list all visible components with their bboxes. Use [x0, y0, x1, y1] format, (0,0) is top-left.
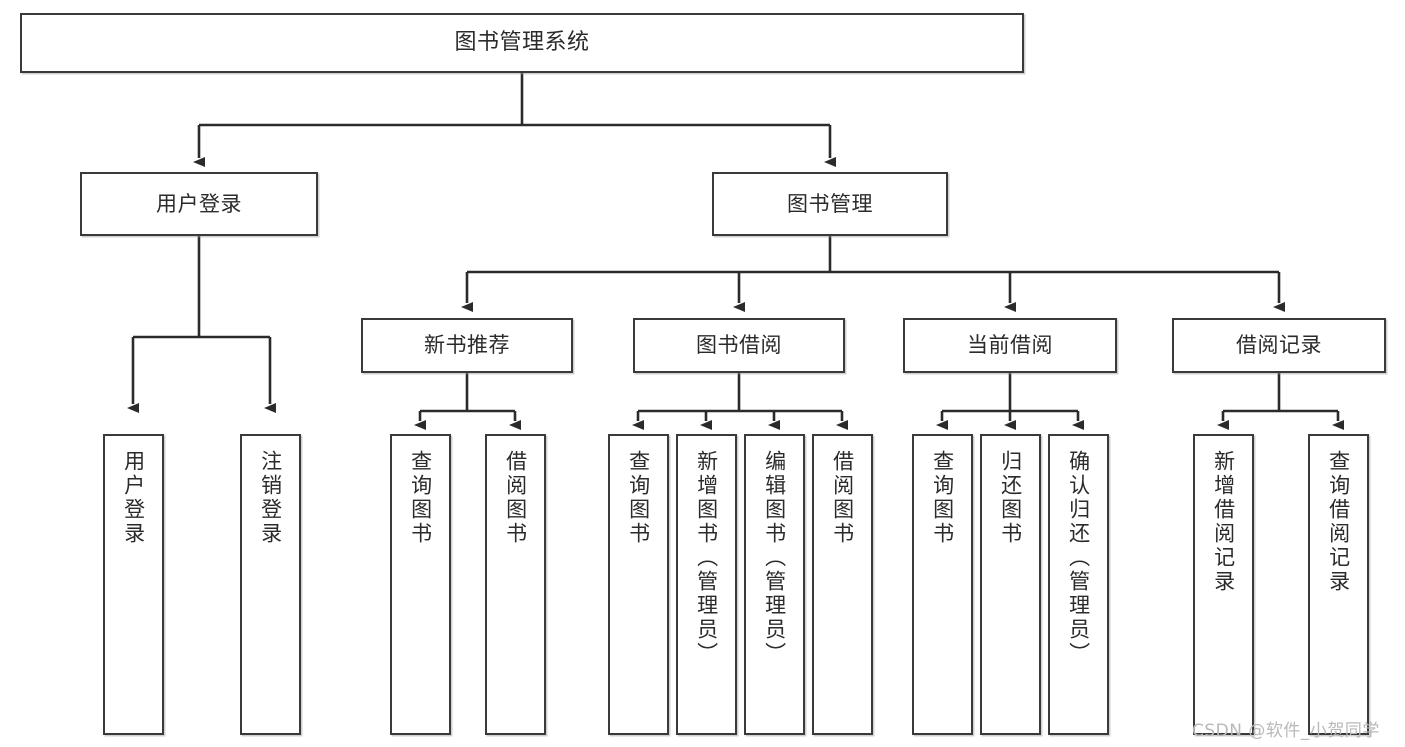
node-label: 借阅图书	[830, 450, 855, 546]
leaf-new-book-borrow[interactable]: 借阅图书	[485, 434, 546, 735]
leaf-record-add-borrow-record[interactable]: 新增借阅记录	[1193, 434, 1254, 735]
leaf-new-book-query[interactable]: 查询图书	[390, 434, 451, 735]
node-label: 归还图书	[998, 450, 1023, 546]
csdn-watermark: CSDN @软件_小贺同学	[1192, 721, 1380, 741]
leaf-borrow-borrow-book[interactable]: 借阅图书	[812, 434, 873, 735]
node-new-book-recommend[interactable]: 新书推荐	[361, 318, 573, 373]
node-label: 用户登录	[121, 450, 146, 546]
node-label: 确认归还（管理员）	[1066, 450, 1091, 666]
node-book-borrow[interactable]: 图书借阅	[633, 318, 845, 373]
node-label: 新增借阅记录	[1211, 450, 1236, 594]
node-label: 注销登录	[258, 450, 283, 546]
leaf-user-login-signout[interactable]: 注销登录	[240, 434, 301, 735]
leaf-borrow-query-book[interactable]: 查询图书	[608, 434, 669, 735]
node-label: 图书管理	[787, 191, 873, 216]
node-label: 当前借阅	[967, 333, 1053, 358]
node-borrow-record[interactable]: 借阅记录	[1172, 318, 1386, 373]
node-book-management[interactable]: 图书管理	[712, 172, 948, 236]
node-label: 查询图书	[408, 450, 433, 546]
leaf-record-query-borrow-record[interactable]: 查询借阅记录	[1308, 434, 1369, 735]
node-label: 图书管理系统	[454, 30, 590, 56]
leaf-current-confirm-return-admin[interactable]: 确认归还（管理员）	[1048, 434, 1109, 735]
node-label: 借阅图书	[503, 450, 528, 546]
leaf-borrow-add-book-admin[interactable]: 新增图书（管理员）	[676, 434, 737, 735]
node-label: 查询借阅记录	[1326, 450, 1351, 594]
node-user-login[interactable]: 用户登录	[80, 172, 318, 236]
node-current-borrow[interactable]: 当前借阅	[903, 318, 1117, 373]
node-label: 编辑图书（管理员）	[762, 450, 787, 666]
leaf-borrow-edit-book-admin[interactable]: 编辑图书（管理员）	[744, 434, 805, 735]
node-label: 查询图书	[930, 450, 955, 546]
node-label: 新增图书（管理员）	[694, 450, 719, 666]
node-label: 图书借阅	[696, 333, 782, 358]
node-label: 借阅记录	[1236, 333, 1322, 358]
leaf-current-return-book[interactable]: 归还图书	[980, 434, 1041, 735]
leaf-current-query-book[interactable]: 查询图书	[912, 434, 973, 735]
node-label: 用户登录	[156, 191, 242, 216]
leaf-user-login-signin[interactable]: 用户登录	[103, 434, 164, 735]
node-label: 新书推荐	[424, 333, 510, 358]
node-label: 查询图书	[626, 450, 651, 546]
node-root-book-management-system[interactable]: 图书管理系统	[20, 13, 1024, 73]
